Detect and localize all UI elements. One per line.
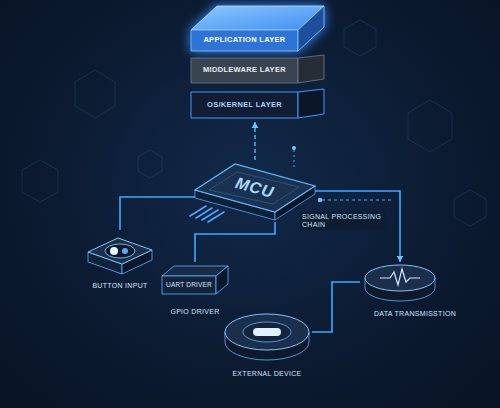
component-label-box: EXTERNAL DEVICE xyxy=(222,368,312,380)
driver-title: UART DRIVER xyxy=(166,281,212,288)
button-input-part xyxy=(105,244,135,258)
button-input-part xyxy=(110,247,118,255)
decor-part xyxy=(344,20,376,56)
component-label: BUTTON INPUT xyxy=(92,282,147,290)
component-label-box: GPIO DRIVER xyxy=(158,306,232,318)
connector xyxy=(252,122,259,160)
kernel-layer: OS/KERNEL LAYER xyxy=(190,88,325,122)
decor-part xyxy=(196,208,212,218)
decor-part xyxy=(294,150,295,170)
button-input-part xyxy=(122,248,128,254)
decor-part xyxy=(408,100,452,152)
middleware-layer-part xyxy=(191,58,298,83)
chip-title: MCU xyxy=(234,174,277,203)
decor-part xyxy=(75,70,115,118)
decor-part xyxy=(138,150,162,178)
arrow-head xyxy=(252,122,259,128)
middleware-layer-part xyxy=(298,55,324,83)
uart-driver-box-part xyxy=(216,266,228,294)
mcu-chip: MCU xyxy=(195,160,315,222)
connector xyxy=(195,222,275,262)
component-label: EXTERNAL DEVICE xyxy=(232,370,301,378)
mcu-chip-part xyxy=(209,172,299,204)
mcu-chip-part xyxy=(195,164,315,212)
component-label: DATA TRANSMISSTION xyxy=(374,310,456,318)
external-device-disk-part xyxy=(225,314,309,350)
decor-part xyxy=(190,206,206,216)
button-input-part xyxy=(88,238,152,264)
component-label: GPIO DRIVER xyxy=(170,308,219,316)
decor-part xyxy=(208,212,224,222)
connector-line xyxy=(195,222,275,262)
layer-title-box: APPLICATION LAYER xyxy=(191,30,298,51)
uart-driver-box-part xyxy=(162,276,216,294)
connector-line xyxy=(312,282,360,332)
driver-title-box: UART DRIVER xyxy=(162,276,216,294)
decor-part xyxy=(202,210,218,220)
layer-title-box: MIDDLEWARE LAYER xyxy=(191,58,298,83)
data-transmission-disk-part xyxy=(380,269,420,285)
data-transmission-disk-part xyxy=(365,265,435,291)
component-label-box: DATA TRANSMISSTION xyxy=(360,308,470,320)
application-layer: APPLICATION LAYER xyxy=(190,4,325,54)
layer-title: OS/KERNEL LAYER xyxy=(207,101,282,110)
chip-title-box: MCU xyxy=(225,176,285,200)
layer-title: MIDDLEWARE LAYER xyxy=(203,66,286,75)
decor-part xyxy=(318,198,322,202)
button-input: BUTTON INPUT xyxy=(80,230,160,294)
external-device-disk-part xyxy=(243,322,291,342)
application-layer-shape xyxy=(190,4,325,54)
component-label-box: BUTTON INPUT xyxy=(80,280,160,292)
decor-part xyxy=(454,190,486,226)
chain-label: SIGNAL PROCESSING CHAIN xyxy=(300,212,386,230)
kernel-layer-part xyxy=(191,92,298,118)
connector xyxy=(312,282,360,332)
decor-part xyxy=(322,200,392,201)
connector xyxy=(120,197,195,230)
uart-driver-box: UART DRIVER GPIO DRIVER xyxy=(158,262,232,322)
hexagon-pattern xyxy=(22,20,486,226)
decor-part xyxy=(22,160,58,202)
decor-part xyxy=(292,146,296,150)
external-device-disk: EXTERNAL DEVICE xyxy=(222,310,312,384)
connector-line xyxy=(120,197,195,230)
middleware-layer: MIDDLEWARE LAYER xyxy=(190,54,325,86)
kernel-layer-part xyxy=(298,89,324,118)
layer-title-box: OS/KERNEL LAYER xyxy=(191,92,298,118)
external-device-disk-part xyxy=(253,328,281,336)
data-transmission-disk: DATA TRANSMISSTION xyxy=(360,262,470,324)
mcu-pins xyxy=(190,206,224,222)
application-layer-part xyxy=(298,6,324,51)
layer-title: APPLICATION LAYER xyxy=(203,36,285,45)
application-layer-part xyxy=(191,30,298,51)
arrow-head xyxy=(397,256,404,262)
